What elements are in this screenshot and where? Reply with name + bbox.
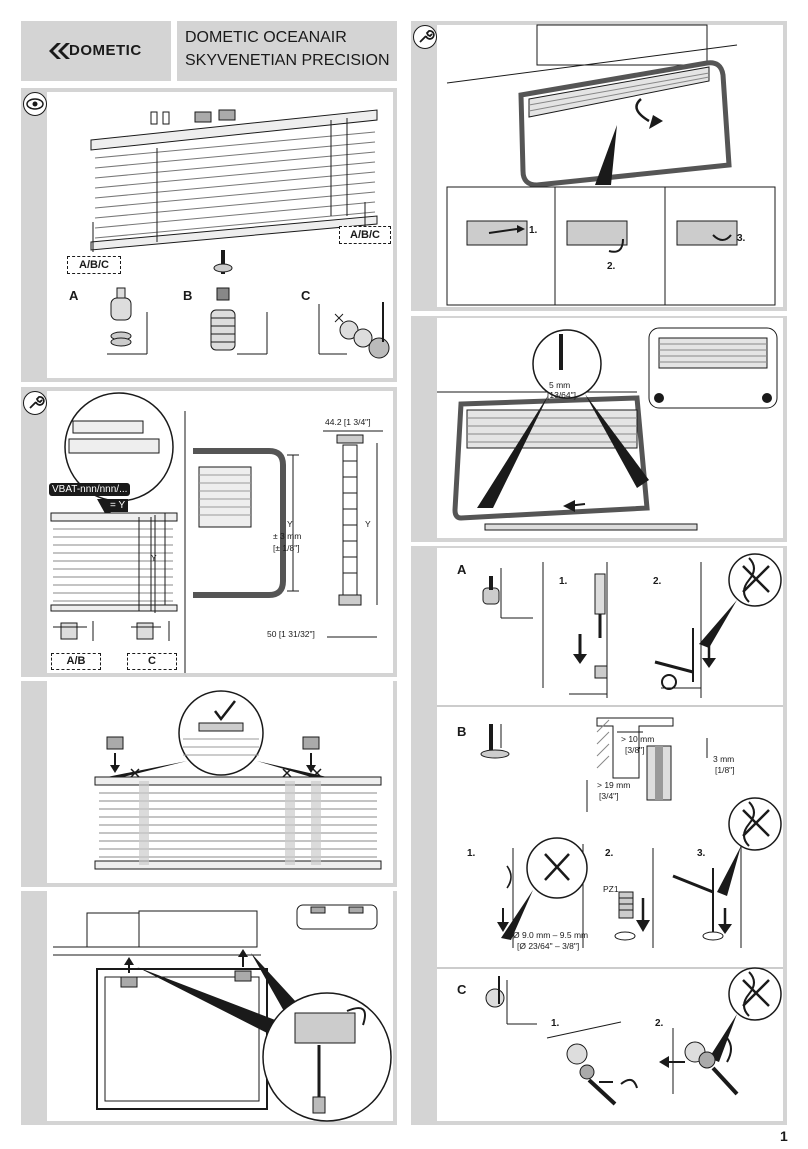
brand-block: DOMETIC xyxy=(21,21,171,81)
screwdriver-bit: PZ1 xyxy=(603,884,619,894)
step-2-panel: 2 xyxy=(21,681,397,887)
variant-box-c: C xyxy=(127,653,177,670)
clearance-line-2: [13/64"] xyxy=(547,390,577,400)
recess-line-2: [1/8"] xyxy=(715,765,735,775)
detail-label-b: B xyxy=(183,288,193,303)
brand-name: DOMETIC xyxy=(69,42,142,59)
wrench-icon xyxy=(413,25,437,49)
step-3-drawing xyxy=(53,904,392,1122)
step-5-panel: 5 5 mm [13/64"] xyxy=(411,316,787,542)
step-2-canvas xyxy=(47,681,393,883)
step-5-canvas: 5 mm [13/64"] xyxy=(437,318,783,538)
title-line-2: SKYVENETIAN PRECISION xyxy=(185,52,390,69)
section-label-c: C xyxy=(457,982,467,997)
step-6c-sub-1: 1. xyxy=(551,1018,560,1029)
step-6c-sub-2: 2. xyxy=(655,1018,664,1029)
clearance-line-1: 5 mm xyxy=(549,380,571,390)
step-1-panel: 1 xyxy=(21,387,397,677)
detail-label-c: C xyxy=(301,288,311,303)
recess-line-1: 3 mm xyxy=(713,754,735,764)
depth-line-1: > 19 mm xyxy=(597,780,631,790)
step-4-panel: 4 1. 2. 3. xyxy=(411,21,787,311)
label-code: VBAT-nnn/nnn/... xyxy=(49,483,131,496)
step-3-panel: 3 xyxy=(21,891,397,1125)
detail-label-a: A xyxy=(69,288,79,303)
page-number: 1 xyxy=(780,1128,788,1144)
width-bottom: 50 [1 31/32"] xyxy=(267,629,315,639)
variant-label-left: A/B/C xyxy=(67,256,121,274)
width-top: 44.2 [1 3/4"] xyxy=(325,417,371,427)
drill-size-line-1: Ø 9.0 mm – 9.5 mm xyxy=(513,930,589,940)
eye-icon xyxy=(23,92,47,116)
blind-overview-drawing xyxy=(90,109,390,359)
step-6a-sub-2: 2. xyxy=(653,576,662,587)
step-4-sub-2: 2. xyxy=(607,261,616,272)
drill-size-line-2: [Ø 23/64" – 3/8"] xyxy=(517,941,580,951)
tolerance-line-2: [± 1/8"] xyxy=(273,543,300,553)
edge-distance-line-1: > 10 mm xyxy=(621,734,655,744)
title-line-1: DOMETIC OCEANAIR xyxy=(185,29,347,46)
dimension-y-window: Y xyxy=(287,519,293,529)
step-6a-sub-1: 1. xyxy=(559,576,568,587)
step-4-canvas: 1. 2. 3. xyxy=(437,24,783,307)
step-6b-sub-1: 1. xyxy=(467,848,476,859)
step-4-sub-1: 1. xyxy=(529,225,538,236)
step-5-drawing xyxy=(437,327,778,531)
step-6-panel: 6 xyxy=(411,546,787,1125)
section-label-b: B xyxy=(457,724,467,739)
overview-canvas: A/B/C A/B/C A B C xyxy=(47,92,393,378)
step-1-drawing xyxy=(50,392,383,673)
variant-label-right: A/B/C xyxy=(339,226,391,244)
variant-box-ab: A/B xyxy=(51,653,101,670)
edge-distance-line-2: [3/8"] xyxy=(625,745,645,755)
dimension-y-profile: Y xyxy=(365,519,371,529)
step-1-canvas: VBAT-nnn/nnn/... = Y Y Y ± 3 mm [± 1/8"]… xyxy=(47,391,393,673)
step-6b-sub-2: 2. xyxy=(605,848,614,859)
dometic-logo-icon xyxy=(49,43,70,59)
step-2-drawing xyxy=(94,690,382,870)
dimension-y-left: Y xyxy=(151,553,157,563)
wrench-icon xyxy=(23,391,47,415)
step-3-canvas xyxy=(47,891,393,1122)
label-equals-y: = Y xyxy=(107,499,129,512)
step-6-canvas: A 1. 2. B > 10 mm [3/8"] > 19 mm [3/4"] … xyxy=(437,548,783,1121)
overview-panel: A/B/C A/B/C A B C xyxy=(21,88,397,382)
step-6b-sub-3: 3. xyxy=(697,848,706,859)
title-block: DOMETIC OCEANAIR SKYVENETIAN PRECISION xyxy=(177,21,397,81)
tolerance-line-1: ± 3 mm xyxy=(273,531,302,541)
step-4-sub-3: 3. xyxy=(737,233,746,244)
step-6-drawing xyxy=(437,553,783,1106)
section-label-a: A xyxy=(457,562,467,577)
step-4-drawing xyxy=(446,24,776,306)
depth-line-2: [3/4"] xyxy=(599,791,619,801)
